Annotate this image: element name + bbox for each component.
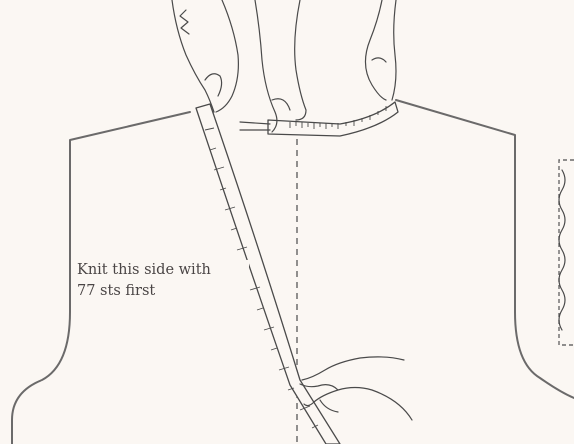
instruction-label: Knit this side with 77 sts first — [75, 260, 249, 302]
instruction-line-2: 77 sts first — [77, 281, 247, 302]
insert-panel-zigzag — [559, 170, 565, 330]
hand-upper-middle — [255, 0, 306, 132]
hand-upper-right — [365, 0, 396, 100]
hand-upper-left — [172, 0, 238, 112]
instruction-line-1: Knit this side with — [77, 260, 247, 281]
horizontal-tape-measure — [240, 102, 398, 136]
insert-panel — [559, 160, 574, 345]
